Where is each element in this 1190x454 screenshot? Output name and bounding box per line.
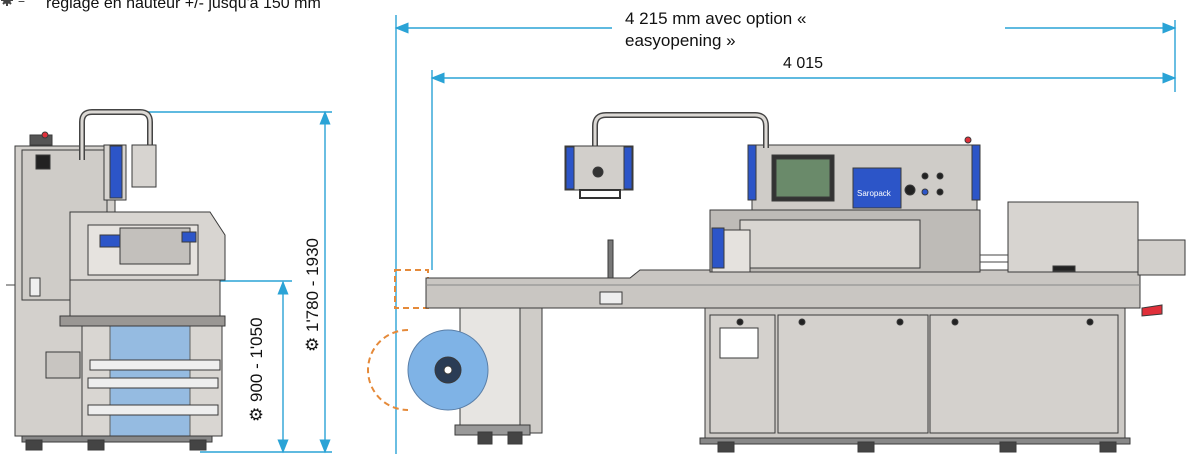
easyopening-reel-arc	[367, 329, 409, 411]
length-with-option-label: 4 215 mm avec option « easyopening »	[625, 9, 807, 50]
brand-label: Saropack	[857, 189, 892, 198]
dimension-lines	[130, 15, 1177, 454]
side-view	[6, 109, 226, 451]
gear-icon: =	[1, 0, 25, 7]
height-adjust-note: réglage en hauteur +/- jusqu'à 150 mm	[46, 0, 321, 12]
front-view: Saropack	[367, 112, 1186, 453]
length-standard-label: 4 015	[783, 55, 824, 68]
equals-sign: =	[18, 0, 25, 7]
easyopening-option-box	[394, 269, 429, 309]
